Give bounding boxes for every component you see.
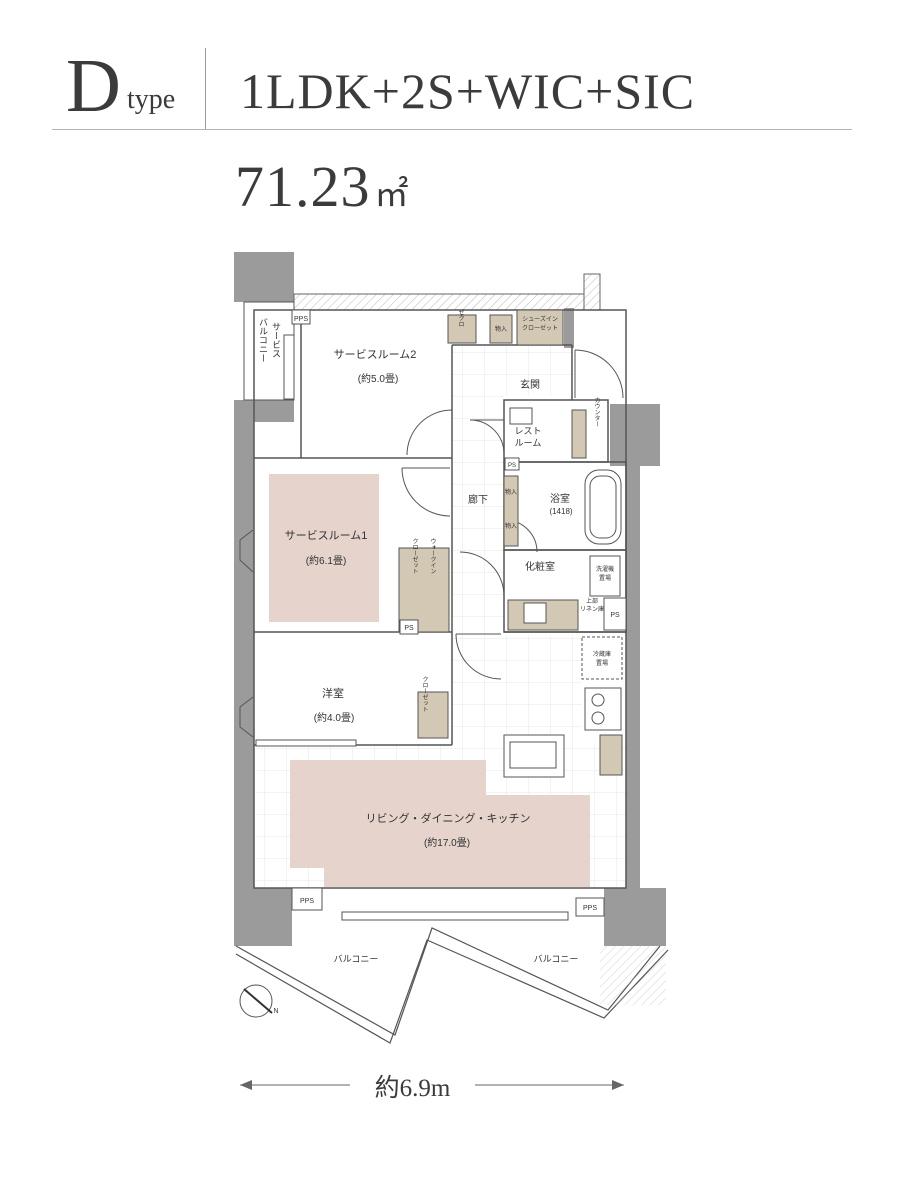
ps-label-hall: PS xyxy=(508,463,516,469)
upper-linen-line1: 上部 xyxy=(586,597,598,605)
service-balcony-line1: サービス xyxy=(271,322,281,358)
room-service-2-size: (約5.0畳) xyxy=(358,372,399,385)
floor-area-value: 71.23 xyxy=(235,154,371,219)
type-word: type xyxy=(127,84,176,115)
type-letter: D xyxy=(66,44,121,128)
doors xyxy=(239,349,624,738)
wall-bottom-left-column xyxy=(234,888,292,946)
wall-top xyxy=(293,293,585,311)
room-service-1: サービスルーム1 xyxy=(285,529,368,542)
corridor-floor xyxy=(452,395,504,750)
hall-floor xyxy=(452,345,572,395)
service-room-1-highlight xyxy=(269,474,379,622)
room-entrance: 玄関 xyxy=(520,378,540,391)
room-bathroom-size: (1418) xyxy=(549,507,572,516)
header-separator xyxy=(205,48,206,130)
service-balcony-window xyxy=(283,334,295,400)
ldk-highlight xyxy=(290,760,590,887)
upper-linen-line2: リネン庫 xyxy=(580,605,604,613)
wic-label-line1: ウォークイン xyxy=(429,538,436,574)
room-western: 洋室 xyxy=(322,686,344,700)
storage-label-hall-2: 物入 xyxy=(505,522,517,530)
ps-boxes xyxy=(291,309,627,917)
wall-top-left-column xyxy=(234,252,294,302)
wic-label-line2: クローゼット xyxy=(411,538,418,574)
fixtures xyxy=(255,407,623,778)
wall-left xyxy=(234,400,254,890)
zekuro-label: ゼクロ xyxy=(457,308,464,327)
pps-label-top: PPS xyxy=(294,316,308,323)
storage-label-hall-1: 物入 xyxy=(505,488,517,496)
room-service-2: サービスルーム2 xyxy=(334,348,417,361)
wall-top-right xyxy=(583,273,601,311)
room-service-1-size: (約6.1畳) xyxy=(306,554,347,567)
wall-right xyxy=(626,466,640,890)
ps-label-kitchen: PS xyxy=(610,612,620,619)
wall-bottom-right-column xyxy=(604,888,666,946)
room-western-size: (約4.0畳) xyxy=(314,711,355,724)
north-arrow-circle xyxy=(239,984,273,1018)
balcony-right-label: バルコニー xyxy=(534,954,579,964)
ps-label-wic: PS xyxy=(404,625,414,632)
floor-area-unit: ㎡ xyxy=(374,177,409,214)
storage-label-entrance: 物入 xyxy=(495,325,507,333)
layout-title: 1LDK+2S+WIC+SIC xyxy=(240,63,696,119)
wall-right-column xyxy=(610,404,660,466)
room-powder: 化粧室 xyxy=(525,560,555,573)
fridge-label-line1: 冷蔵庫 xyxy=(593,650,611,658)
room-hallway: 廊下 xyxy=(468,493,488,506)
north-arrow-needle xyxy=(243,988,273,1014)
closet-label-western: クローゼット xyxy=(421,676,428,712)
width-dimension-label: 約6.9m xyxy=(350,1068,475,1104)
room-restroom-line1: レスト xyxy=(514,426,541,436)
room-bathroom: 浴室 xyxy=(550,492,570,505)
bottom-window xyxy=(341,911,569,921)
room-ldk-size: (約17.0畳) xyxy=(424,836,470,849)
storage-units xyxy=(398,309,623,776)
room-ldk: リビング・ダイニング・キッチン xyxy=(366,811,531,825)
wall-entrance-side xyxy=(564,308,574,348)
counter-label: カウンター xyxy=(593,397,600,427)
north-label: N xyxy=(273,1008,278,1015)
fridge-label-line2: 置場 xyxy=(596,659,608,667)
room-restroom-line2: ルーム xyxy=(515,438,542,448)
service-balcony-line2: バルコニー xyxy=(258,317,268,362)
washer-label-line1: 洗濯機 xyxy=(596,565,614,573)
washer-label-line2: 置場 xyxy=(599,574,611,582)
header-rule xyxy=(52,129,852,130)
shoes-closet-line1: シューズイン xyxy=(522,315,558,323)
pps-label-right: PPS xyxy=(583,905,597,912)
wall-left-column xyxy=(234,400,294,422)
balcony-right-column xyxy=(600,945,666,1005)
balcony-left-label: バルコニー xyxy=(334,954,379,964)
pps-label-left: PPS xyxy=(300,898,314,905)
shoes-closet-line2: クローゼット xyxy=(522,324,558,332)
